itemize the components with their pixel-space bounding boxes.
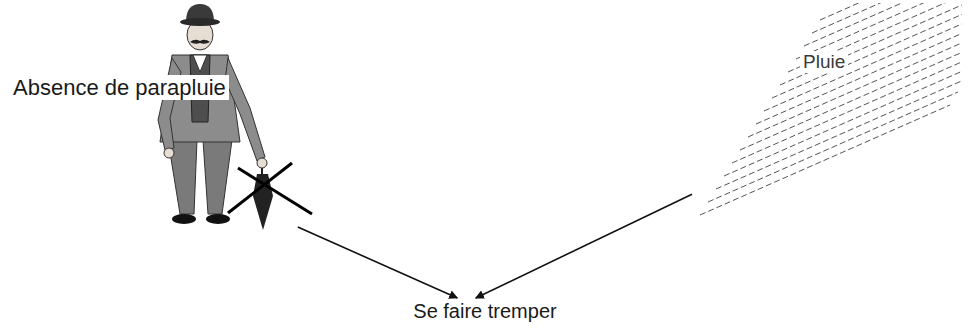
shoe <box>172 214 196 224</box>
hand <box>164 148 174 158</box>
hand <box>257 158 267 168</box>
rain-line <box>748 27 962 137</box>
arrow-connector <box>298 227 457 298</box>
hat-brim <box>180 18 220 26</box>
trouser-leg <box>203 140 232 214</box>
collar <box>193 55 207 72</box>
rain-line <box>716 79 962 189</box>
rain-line <box>804 3 962 46</box>
arm <box>225 58 265 161</box>
rain-line <box>812 3 962 33</box>
moustache <box>190 40 210 44</box>
rain-line <box>700 105 950 215</box>
cause-figure: Absence de parapluie <box>8 5 323 227</box>
shoe <box>206 214 230 224</box>
rain-line <box>724 66 962 176</box>
rain-line <box>740 40 962 150</box>
gentleman-figure <box>158 4 267 224</box>
cross-out <box>238 168 312 214</box>
node-text: Pluie <box>800 51 848 73</box>
arrow-connector <box>476 194 692 298</box>
rain-line <box>780 3 962 85</box>
node-text: Absence de parapluie <box>10 75 229 100</box>
umbrella-handle <box>261 168 263 174</box>
umbrella-symbol <box>228 163 312 230</box>
rain-line <box>764 3 962 111</box>
cause-rain: Pluie <box>692 5 964 220</box>
rain-line <box>708 92 958 202</box>
arm <box>158 58 181 150</box>
rain-line <box>820 3 962 20</box>
rain-hatching <box>700 3 962 215</box>
cross-out <box>228 163 292 213</box>
outcome-label: Se faire tremper <box>408 300 562 325</box>
node-text: Se faire tremper <box>410 300 559 323</box>
rain-line <box>788 3 962 72</box>
